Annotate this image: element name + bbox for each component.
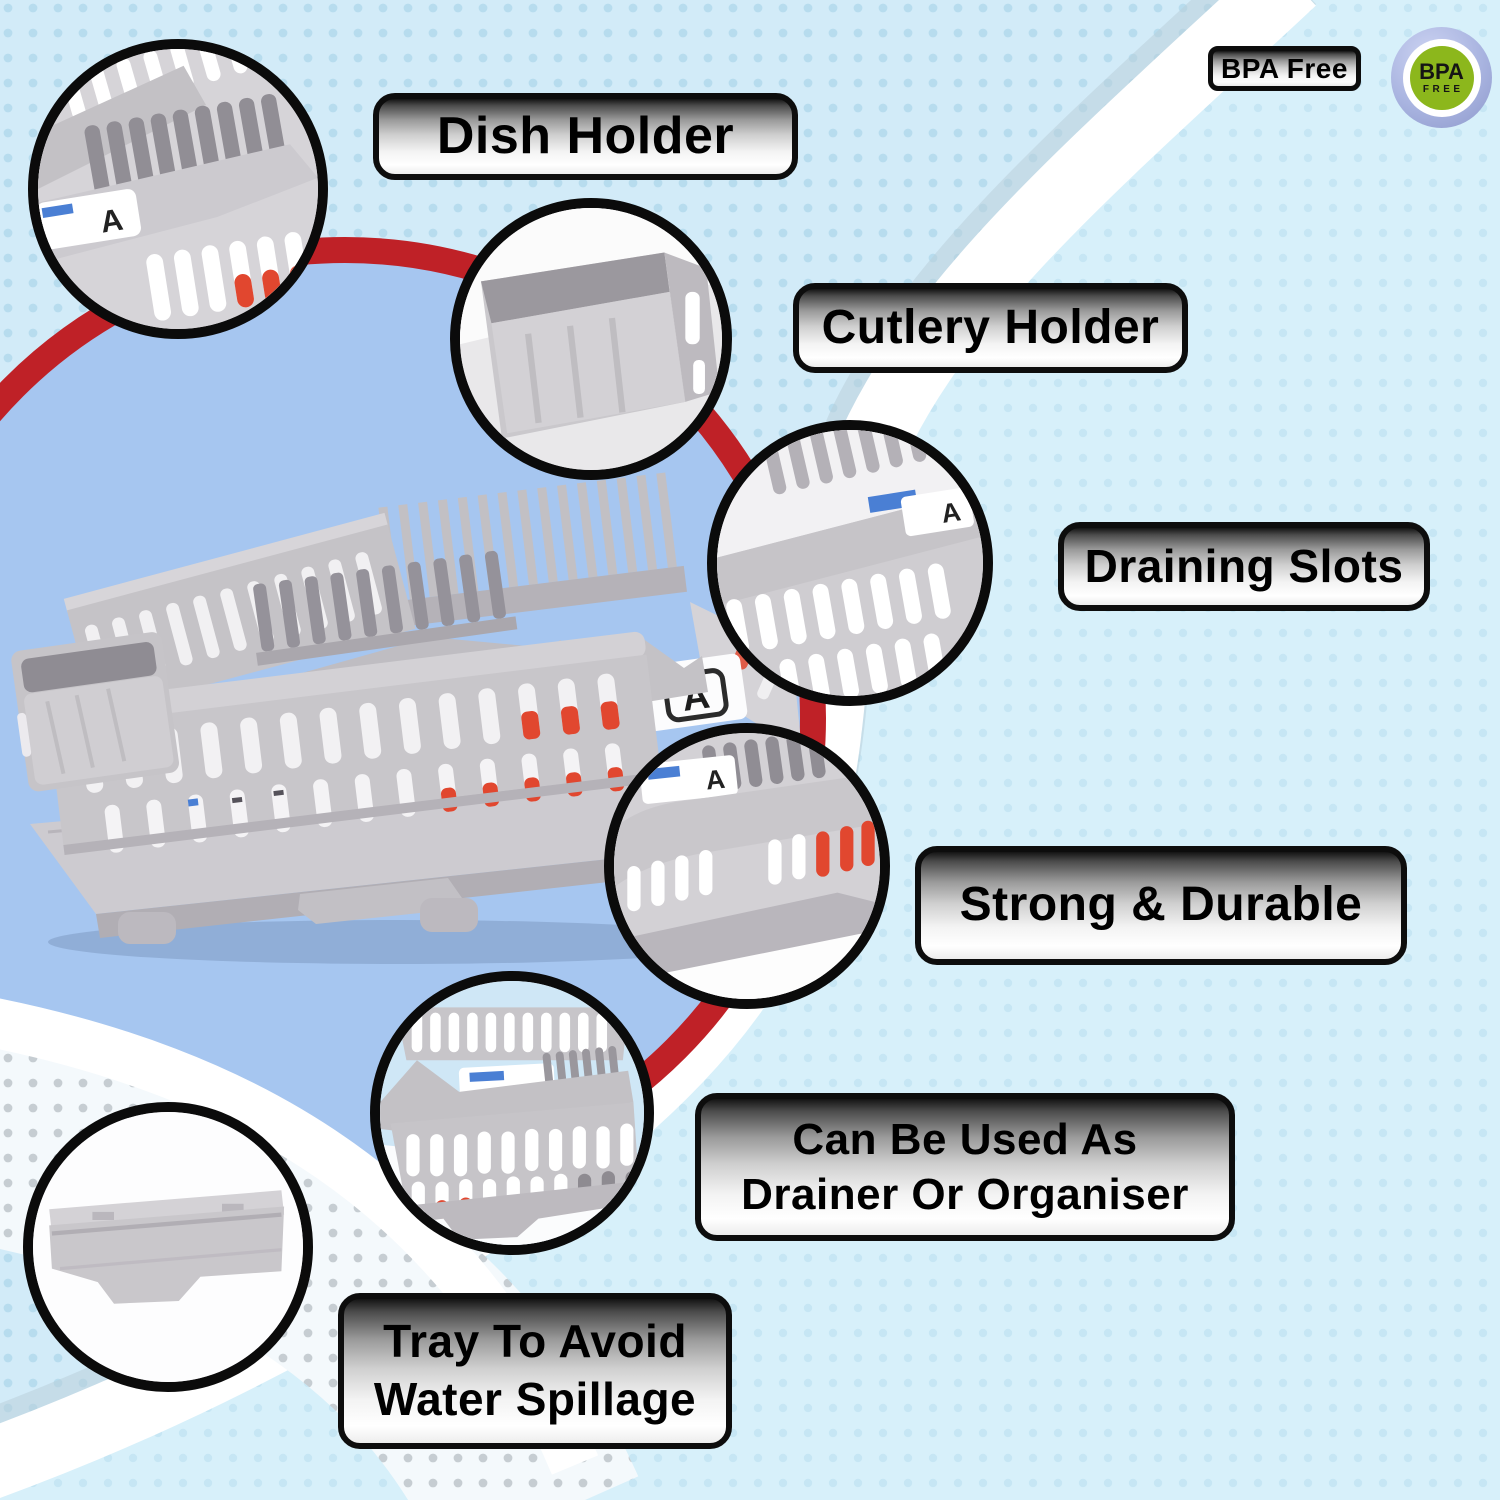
label-draining-slots-text: Draining Slots bbox=[1084, 539, 1404, 592]
label-organiser-line1: Can Be Used As bbox=[792, 1114, 1138, 1164]
callout-circle-drainer-organiser bbox=[370, 971, 654, 1255]
zoom-photo-drainer-organiser bbox=[380, 981, 644, 1245]
label-drainer-organiser: Can Be Used As Drainer Or Organiser bbox=[695, 1093, 1235, 1241]
product-photo: A bbox=[0, 452, 812, 964]
bpa-free-badge-icon: BPA FREE bbox=[1391, 27, 1492, 128]
label-organiser-line2: Drainer Or Organiser bbox=[741, 1170, 1189, 1219]
bpa-free-box: BPA Free bbox=[1208, 46, 1361, 91]
zoom-photo-strong-durable: A bbox=[614, 733, 880, 999]
svg-text:A: A bbox=[939, 496, 963, 529]
product-plate-ribs bbox=[253, 550, 518, 666]
label-cutlery-holder-text: Cutlery Holder bbox=[821, 300, 1160, 354]
callout-circle-strong-durable: A bbox=[604, 723, 890, 1009]
label-tray-line2: Water Spillage bbox=[373, 1373, 697, 1425]
product-front-wall bbox=[45, 631, 663, 855]
label-tray: Tray To Avoid Water Spillage bbox=[338, 1293, 732, 1449]
label-strong-durable: Strong & Durable bbox=[915, 846, 1407, 965]
label-strong-durable-text: Strong & Durable bbox=[959, 878, 1363, 932]
callout-circle-tray bbox=[23, 1102, 313, 1392]
svg-text:A: A bbox=[98, 202, 125, 240]
label-dish-holder: Dish Holder bbox=[373, 93, 798, 180]
product-shadow bbox=[48, 920, 752, 964]
label-cutlery-holder: Cutlery Holder bbox=[793, 283, 1188, 373]
bpa-free-box-text: BPA Free bbox=[1221, 52, 1348, 84]
callout-circle-dish-holder: A bbox=[28, 39, 328, 339]
bpa-badge-green-core: BPA FREE bbox=[1409, 45, 1474, 110]
bpa-badge-line1: BPA bbox=[1419, 58, 1464, 84]
product-cutlery-holder bbox=[11, 632, 179, 792]
label-draining-slots: Draining Slots bbox=[1058, 522, 1430, 611]
label-dish-holder-text: Dish Holder bbox=[436, 106, 735, 165]
zoom-photo-tray bbox=[33, 1112, 303, 1382]
bpa-badge-line2: FREE bbox=[1422, 83, 1464, 95]
zoom-photo-dish-holder: A bbox=[38, 49, 318, 329]
bpa-badge-inner-ring: BPA FREE bbox=[1402, 38, 1481, 117]
callout-circle-draining-slots: A bbox=[707, 420, 993, 706]
label-tray-line1: Tray To Avoid bbox=[383, 1315, 687, 1368]
callout-circle-cutlery-holder bbox=[450, 198, 732, 480]
zoom-photo-cutlery-holder bbox=[460, 208, 722, 470]
svg-text:A: A bbox=[704, 764, 726, 796]
zoom-photo-draining-slots: A bbox=[717, 430, 983, 696]
